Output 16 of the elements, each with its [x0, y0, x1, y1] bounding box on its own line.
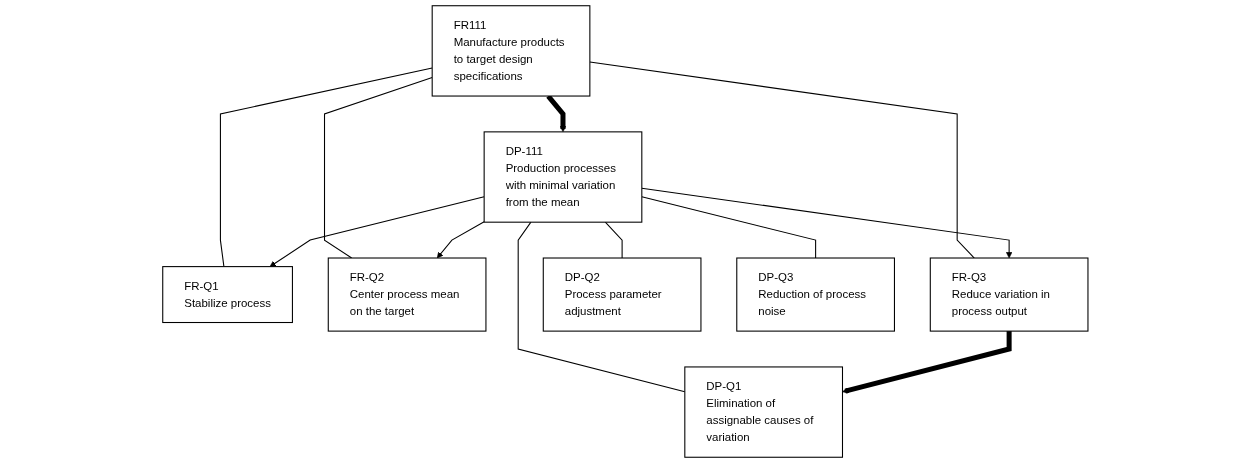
- node-box: DP-Q2 Process parameter adjustment: [542, 257, 702, 332]
- node-box: FR111 Manufacture products to target design specifications: [431, 5, 591, 97]
- node-box: FR-Q1 Stabilize process: [162, 266, 294, 324]
- node-box: FR-Q2 Center process mean on the target: [327, 257, 487, 332]
- node-box: FR-Q3 Reduce variation in process output: [929, 257, 1089, 332]
- connector: [220, 67, 433, 268]
- arrow: [641, 187, 1013, 259]
- node-box: DP-111 Production processes with minimal variation from the mean: [483, 131, 643, 223]
- connector: [324, 77, 433, 259]
- arrow: [269, 196, 485, 267]
- node-box: DP-Q1 Elimination of assignable causes of variation: [684, 366, 844, 458]
- arrow: [842, 331, 1012, 394]
- arrow: [437, 221, 485, 259]
- connector: [641, 196, 817, 259]
- node-box: DP-Q3 Reduction of process noise: [736, 257, 896, 332]
- connector: [604, 221, 623, 259]
